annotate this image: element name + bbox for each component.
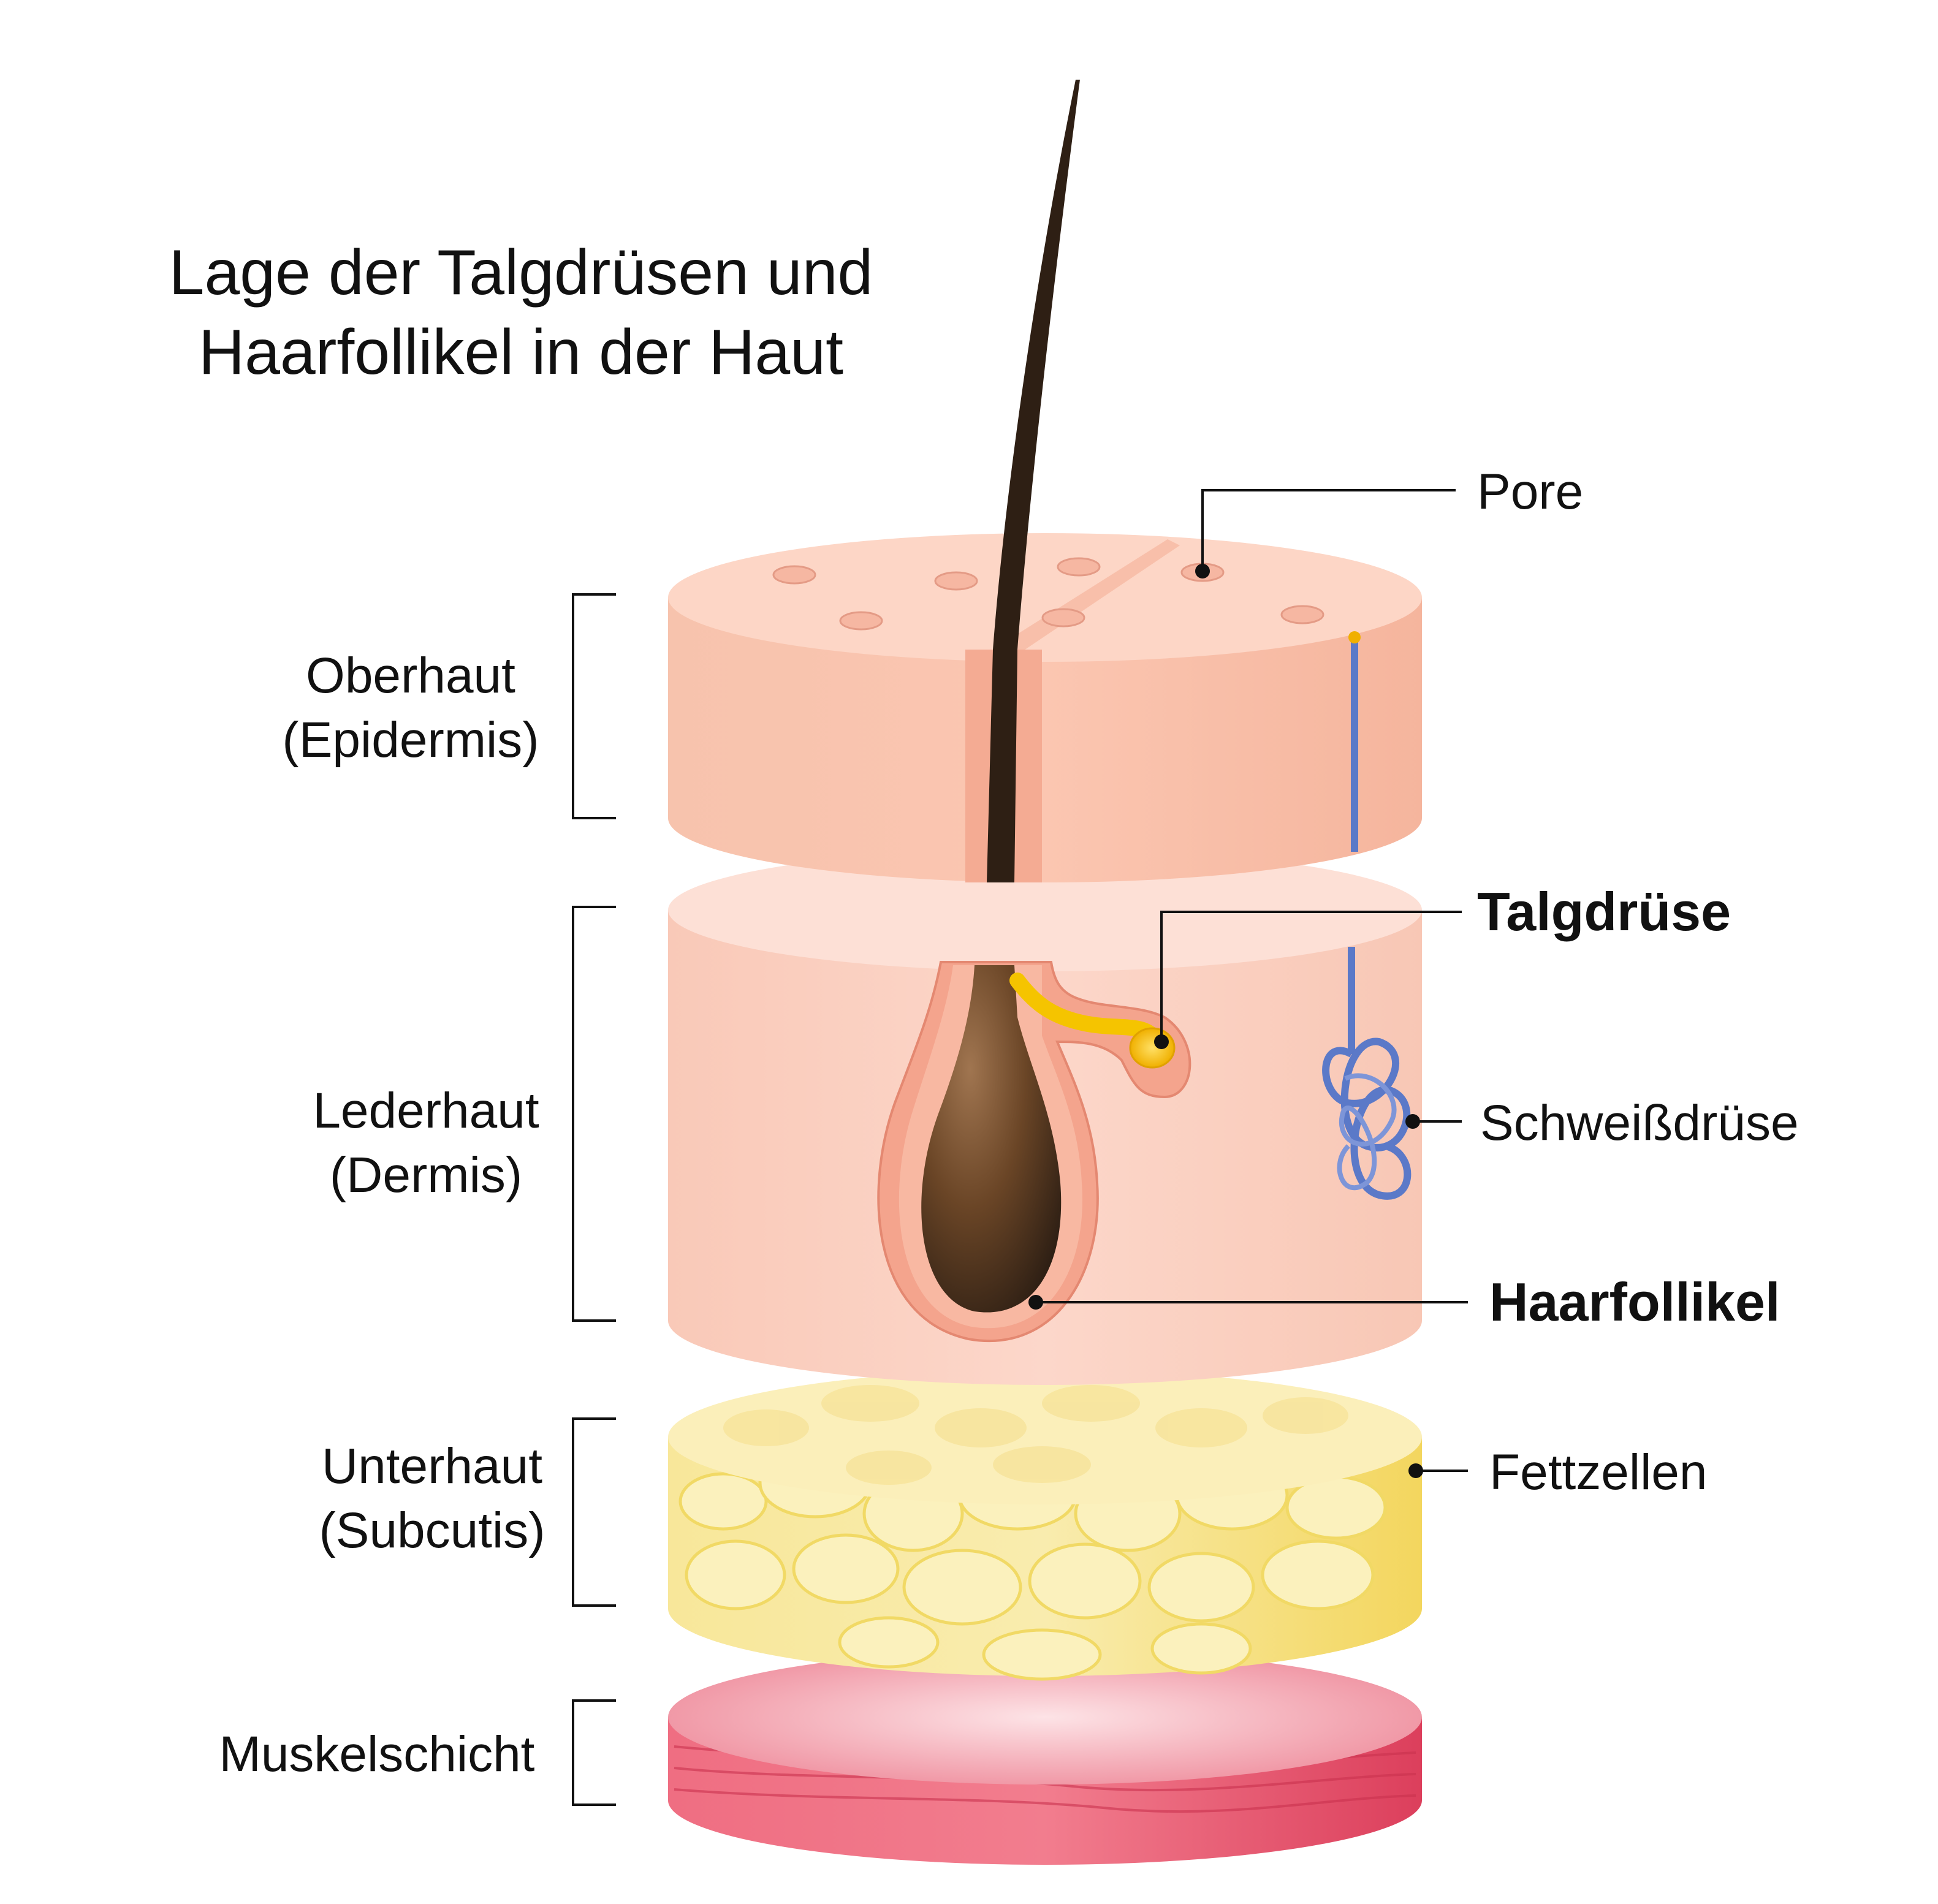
leader-talgdruese [1160, 911, 1462, 1042]
callout-talgdruese: Talgdrüse [1477, 881, 1731, 942]
callout-schweissdruese: Schweißdrüse [1480, 1095, 1799, 1151]
sebaceous-duct [1009, 973, 1160, 1044]
sweat-gland-coil [1322, 1037, 1412, 1200]
dot-talgdruese [1154, 1034, 1169, 1049]
callout-haarfollikel: Haarfollikel [1489, 1272, 1780, 1332]
dot-fettzellen [1408, 1463, 1423, 1478]
bracket-epidermis [572, 593, 616, 819]
label-subcutis-2: (Subcutis) [319, 1503, 545, 1558]
callout-fettzellen: Fettzellen [1489, 1444, 1708, 1500]
subcutis-layer [668, 1370, 1422, 1681]
hair-bulb [921, 965, 1062, 1313]
sebaceous-gland [1129, 1027, 1176, 1069]
label-muscle: Muskelschicht [219, 1726, 535, 1782]
dot-pore [1195, 564, 1210, 578]
label-dermis-2: (Dermis) [330, 1147, 522, 1203]
label-subcutis-1: Unterhaut [322, 1438, 542, 1494]
bracket-dermis [572, 906, 616, 1322]
dermis-layer [668, 849, 1422, 1385]
muscle-layer [668, 1650, 1422, 1865]
title-line-1: Lage der Talgdrüsen und [169, 237, 873, 308]
label-epidermis-2: (Epidermis) [282, 712, 539, 768]
bracket-muscle [572, 1699, 616, 1806]
label-dermis-1: Lederhaut [313, 1083, 539, 1139]
bracket-subcutis [572, 1417, 616, 1607]
hair-shaft [987, 80, 1080, 882]
epidermis-layer [668, 533, 1422, 882]
title-line-2: Haarfollikel in der Haut [199, 317, 843, 388]
label-epidermis-1: Oberhaut [306, 648, 515, 704]
dot-haarfollikel [1028, 1295, 1043, 1310]
dot-schweissdruese [1405, 1114, 1420, 1129]
callout-pore: Pore [1477, 464, 1583, 520]
leader-pore [1201, 489, 1456, 570]
